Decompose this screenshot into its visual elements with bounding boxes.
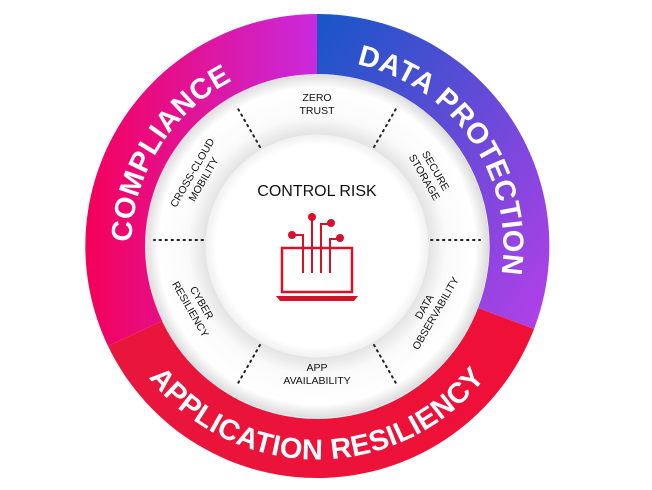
laptop-circuit-icon	[276, 213, 358, 301]
divider	[373, 344, 398, 386]
center-title: CONTROL RISK	[257, 183, 377, 200]
svg-text:TRUST: TRUST	[300, 105, 336, 117]
svg-text:AVAILABILITY: AVAILABILITY	[283, 375, 350, 387]
capability-zero-trust: ZERO TRUST	[300, 92, 336, 117]
divider	[236, 344, 261, 386]
divider	[236, 106, 261, 148]
segment-data-protection	[317, 13, 550, 330]
svg-text:APP: APP	[306, 362, 327, 374]
svg-text:ZERO: ZERO	[302, 92, 331, 104]
divider	[373, 106, 398, 148]
capability-app-availability: APP AVAILABILITY	[283, 362, 350, 387]
inner-circle	[204, 133, 430, 359]
dividers	[153, 106, 481, 386]
segment-application-resiliency	[108, 308, 534, 479]
